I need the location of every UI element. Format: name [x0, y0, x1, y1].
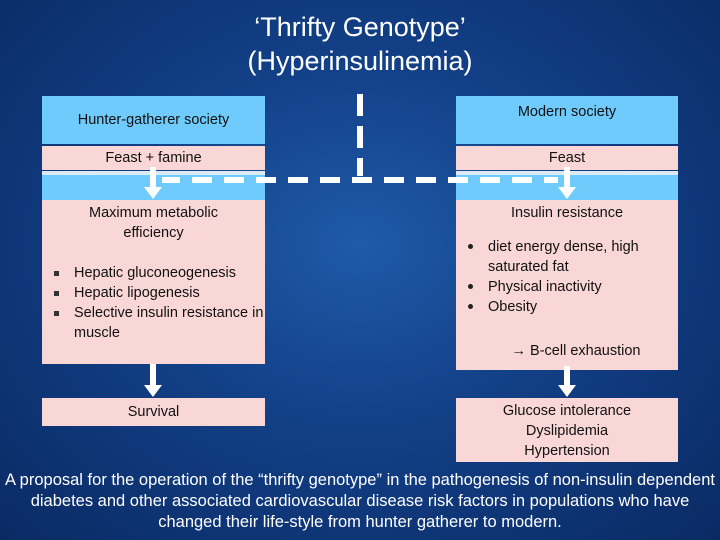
- dashed-connector: [0, 0, 720, 200]
- square-bullet-icon: [54, 271, 59, 276]
- left-mechanism-box: Maximum metabolic efficiency Hepatic glu…: [42, 200, 265, 364]
- arrow-stem: [564, 366, 570, 386]
- left-header-box: Hunter-gatherer society: [42, 96, 265, 144]
- list-item-text: diet energy dense, high saturated fat: [488, 239, 639, 275]
- right-mechanism-list: diet energy dense, high saturated fat Ph…: [456, 237, 678, 317]
- list-item: diet energy dense, high saturated fat: [456, 237, 678, 277]
- list-item-text: Obesity: [488, 299, 538, 315]
- square-bullet-icon: [54, 291, 59, 296]
- slide-title: ‘Thrifty Genotype’ (Hyperinsulinemia): [0, 10, 720, 78]
- list-item-text: Hepatic lipogenesis: [74, 285, 200, 301]
- dash-segment: [416, 177, 436, 183]
- right-condition-label: Feast: [548, 150, 586, 166]
- right-arrow-1: [558, 167, 576, 199]
- list-item: Hypertension: [524, 443, 610, 459]
- dash-segment: [256, 177, 276, 183]
- right-condition-box: Feast: [456, 146, 678, 170]
- arrow-down-icon: [144, 385, 162, 397]
- right-outcome-list: Glucose intolerance Dyslipidemia Hyperte…: [456, 398, 678, 461]
- title-line-2: (Hyperinsulinemia): [247, 46, 473, 76]
- figure-caption: A proposal for the operation of the “thr…: [5, 471, 715, 531]
- right-mechanism-heading: Insulin resistance: [510, 205, 624, 221]
- left-mechanism-heading: Maximum metabolic efficiency: [42, 200, 265, 243]
- list-item: Hepatic gluconeogenesis: [42, 263, 265, 283]
- left-header-label: Hunter-gatherer society: [77, 112, 230, 128]
- left-outcome-box: Survival: [42, 398, 265, 426]
- list-item-text: Selective insulin resistance in muscle: [74, 305, 264, 341]
- list-item-text: Hepatic gluconeogenesis: [74, 265, 237, 281]
- list-item: Hepatic lipogenesis: [42, 283, 265, 303]
- dash-segment: [288, 177, 308, 183]
- list-item-text: Physical inactivity: [488, 279, 602, 295]
- right-header-label: Modern society: [517, 104, 617, 120]
- list-item: Selective insulin resistance in muscle: [42, 303, 265, 343]
- right-consequence: → B-cell exhaustion: [511, 343, 641, 359]
- square-bullet-icon: [54, 311, 59, 316]
- dash-segment: [512, 177, 532, 183]
- dash-segment: [384, 177, 404, 183]
- dash-segment: [357, 94, 363, 116]
- left-mechanism-list: Hepatic gluconeogenesis Hepatic lipogene…: [42, 263, 265, 343]
- list-item: Obesity: [456, 297, 678, 317]
- dash-segment: [192, 177, 212, 183]
- list-item: Dyslipidemia: [525, 423, 609, 439]
- dash-segment: [224, 177, 244, 183]
- arrow-down-icon: [144, 187, 162, 199]
- round-bullet-icon: [468, 284, 473, 289]
- arrow-down-icon: [558, 385, 576, 397]
- dash-segment: [320, 177, 340, 183]
- arrow-stem: [564, 167, 570, 188]
- left-condition-label: Feast + famine: [105, 150, 202, 166]
- title-line-1: ‘Thrifty Genotype’: [254, 12, 466, 42]
- left-mechanism-heading-line-2: efficiency: [123, 225, 184, 241]
- left-arrow-2: [144, 364, 162, 398]
- left-outcome-label: Survival: [127, 404, 180, 420]
- dash-segment: [544, 177, 558, 183]
- left-condition-box: Feast + famine: [42, 146, 265, 170]
- arrow-down-icon: [558, 187, 576, 199]
- left-arrow-1: [144, 167, 162, 199]
- dash-segment: [357, 126, 363, 148]
- round-bullet-icon: [468, 304, 473, 309]
- dash-segment: [162, 177, 180, 183]
- arrow-stem: [150, 167, 156, 188]
- list-item: Physical inactivity: [456, 277, 678, 297]
- dash-segment: [352, 177, 372, 183]
- left-mechanism-heading-line-1: Maximum metabolic: [89, 205, 218, 221]
- arrow-stem: [150, 364, 156, 386]
- right-outcome-box: Glucose intolerance Dyslipidemia Hyperte…: [456, 398, 678, 462]
- dash-segment: [480, 177, 500, 183]
- dash-segment: [357, 158, 363, 176]
- round-bullet-icon: [468, 244, 473, 249]
- right-arrow-2: [558, 366, 576, 398]
- right-header-box: Modern society: [456, 96, 678, 144]
- dash-segment: [448, 177, 468, 183]
- list-item: Glucose intolerance: [502, 403, 632, 419]
- right-mechanism-box: Insulin resistance diet energy dense, hi…: [456, 200, 678, 370]
